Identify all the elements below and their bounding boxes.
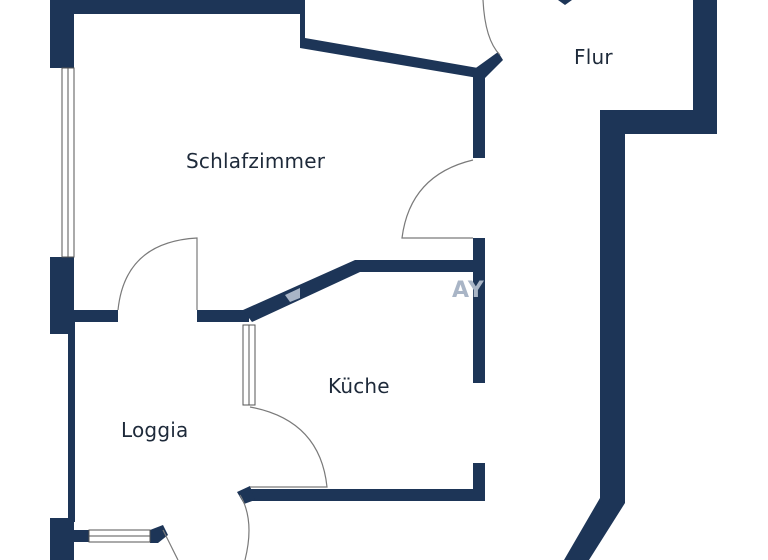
wall-loggia-pier [50,518,74,560]
room-label-flur: Flur [574,45,613,69]
doors [117,0,501,560]
wall-divider-right [197,310,249,322]
door-arc-loggia-top [117,237,198,311]
wall-kueche-bottom [247,489,485,501]
wall-left-upper [50,0,74,68]
door-arc-flur-top [482,0,501,56]
wall-top-left [50,0,478,78]
room-label-loggia: Loggia [121,418,189,442]
wall-flur-top-notch [558,0,572,5]
walls [50,0,717,560]
door-arc-schlafzimmer [401,159,474,239]
wall-flur-right [564,0,717,560]
wall-kueche-bottom-jamb [237,486,255,504]
windows [61,67,256,543]
wall-left-pier [50,257,74,334]
wall-flur-upper [473,70,485,158]
wall-loggia-bottom-stub [74,530,89,542]
room-label-schlafzimmer: Schlafzimmer [186,149,326,173]
wall-flur-mid [473,238,485,383]
room-label-kueche: Küche [328,374,390,398]
wall-flur-jamb [473,52,503,78]
wall-divider-left [74,310,118,322]
watermark-mark [285,288,300,302]
watermark-text: AY [452,278,485,303]
door-arc-kueche [249,406,328,488]
wall-loggia-left [68,322,75,522]
door-arc-loggia-bottom [239,494,250,560]
wall-loggia-bottom-right [150,525,168,543]
wall-angled-kueche [243,260,485,322]
